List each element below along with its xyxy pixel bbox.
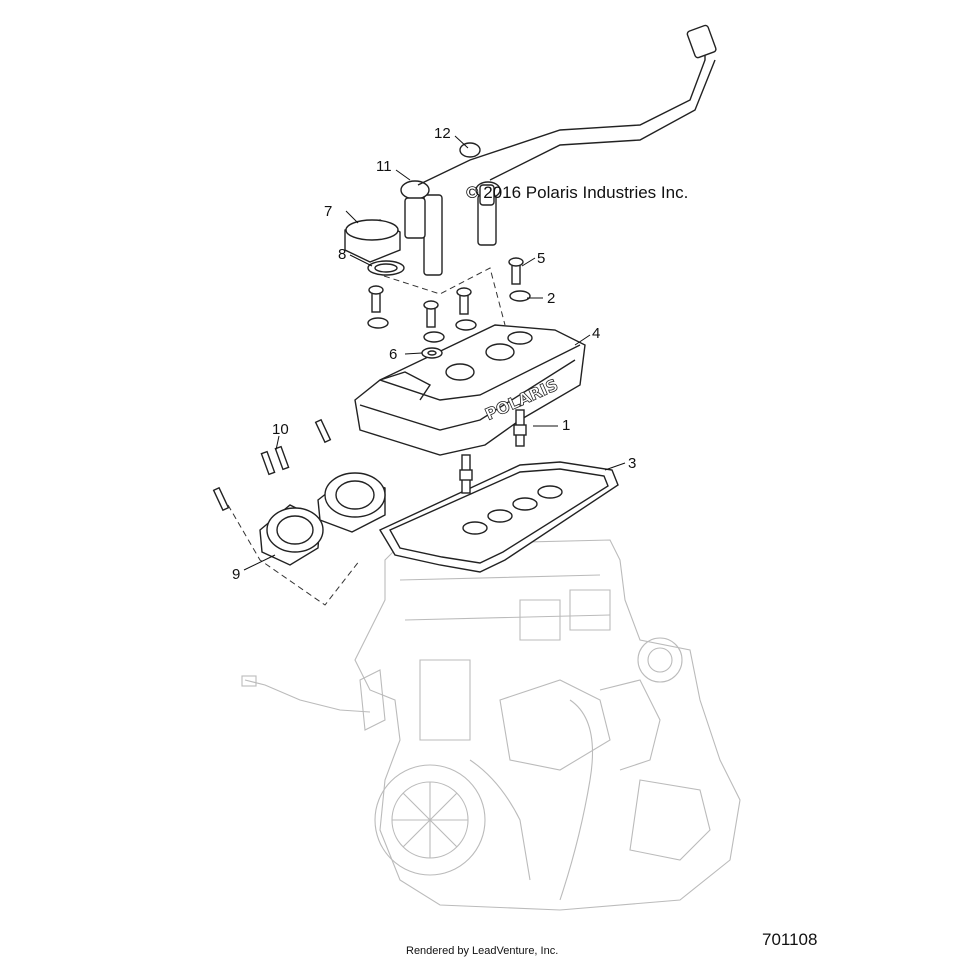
valve-cover-gasket <box>378 461 619 573</box>
grommets <box>367 290 531 343</box>
rendered-by-footer: Rendered by LeadVenture, Inc. <box>406 945 559 957</box>
valve-cover: POLARIS <box>354 324 586 456</box>
callout-1: 1 <box>562 417 570 434</box>
callout-3: 3 <box>628 455 636 472</box>
callout-6: 6 <box>389 346 397 363</box>
callout-11: 11 <box>376 158 392 175</box>
washer <box>421 347 443 359</box>
callout-9: 9 <box>232 566 240 583</box>
ignition-coil <box>400 180 501 276</box>
callout-12: 12 <box>434 125 451 142</box>
spark-plug <box>459 409 527 494</box>
engine-block <box>241 539 741 911</box>
callout-7: 7 <box>324 203 332 220</box>
callout-labels: 1 2 3 4 5 6 7 8 9 10 11 12 <box>232 125 636 583</box>
drawing-number: 701108 <box>762 930 818 949</box>
callout-10: 10 <box>272 421 289 438</box>
callout-2: 2 <box>547 290 555 307</box>
intake-boot <box>259 472 386 566</box>
callout-8: 8 <box>338 246 346 263</box>
oil-filler-cap <box>344 219 401 263</box>
callout-5: 5 <box>537 250 545 267</box>
intake-bolts <box>212 418 332 512</box>
ignition-wire <box>417 24 717 186</box>
copyright-notice: © 2016 Polaris Industries Inc. <box>466 183 689 202</box>
callout-4: 4 <box>592 325 600 342</box>
leader-lines <box>243 135 626 571</box>
valve-cover-bolts <box>368 257 524 328</box>
o-ring <box>367 260 405 276</box>
alignment-lines <box>227 267 506 606</box>
